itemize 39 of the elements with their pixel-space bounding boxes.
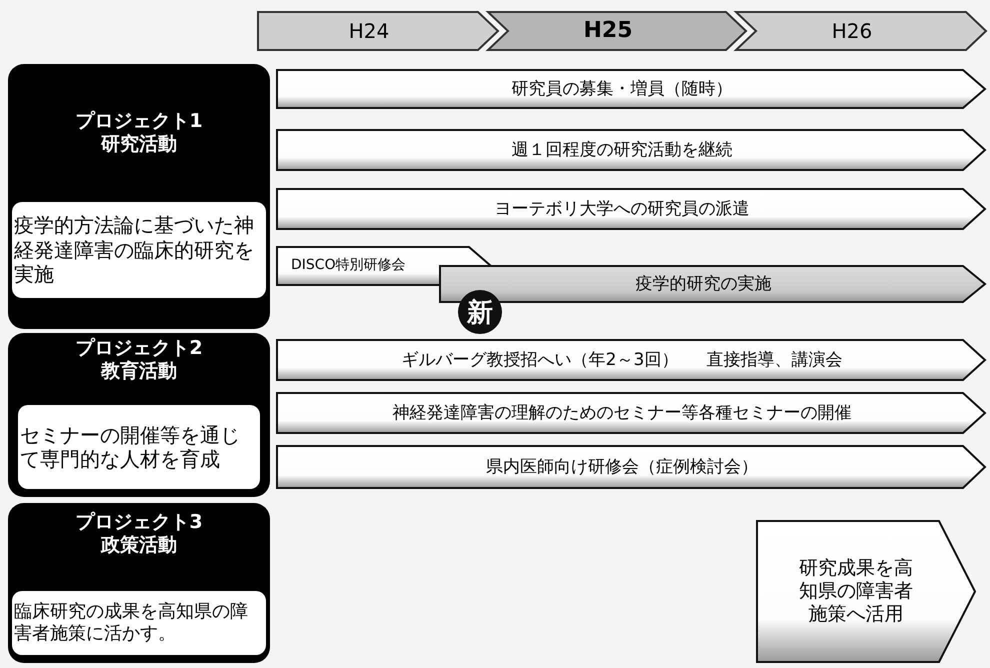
activity-banner: [277, 446, 985, 488]
activity-banner: [277, 340, 985, 380]
project-heading: 政策活動: [101, 534, 177, 557]
project-heading: 研究活動: [101, 133, 177, 156]
activity-text: 疫学的研究の実施: [636, 274, 772, 294]
year-banner: [488, 12, 746, 50]
activity-text: ギルバーグ教授招へい（年2～3回）: [402, 350, 678, 370]
activity-text: 県内医師向け研修会（症例検討会）: [486, 456, 758, 478]
description-text: 疫学的方法論に基づいた神経発達障害の臨床的研究を実施: [14, 213, 255, 287]
activity-banner: [277, 393, 985, 433]
description-text: 臨床研究の成果を高知県の障害者施策に活かす。: [14, 601, 249, 645]
project-heading: プロジェクト3: [75, 511, 203, 534]
activity-banner: [277, 189, 985, 229]
project-panel: [8, 503, 270, 663]
year-label: H24: [348, 18, 390, 44]
activity-text: 神経発達障害の理解のためのセミナー等各種セミナーの開催: [392, 402, 852, 424]
activity-text: DISCO特別研修会: [291, 257, 406, 275]
description-text: セミナーの開催等を通じて専門的な人材を育成: [20, 422, 241, 472]
activity-banner: [277, 130, 985, 170]
year-label: H26: [832, 18, 872, 44]
activity-banner: [277, 70, 985, 108]
year-banner: [258, 12, 498, 50]
project-panel: [8, 64, 270, 329]
activity-text: 研究員の募集・増員（随時）: [512, 78, 732, 100]
description-box: [18, 405, 260, 489]
year-banner: [736, 12, 986, 50]
outcome-banner: [757, 521, 975, 662]
project-panel: [8, 333, 270, 497]
activity-text: 研究成果を高知県の障害者施策へ活用: [798, 556, 914, 626]
description-box: [12, 202, 266, 298]
activity-text: 週１回程度の研究活動を継続: [512, 140, 732, 160]
project-heading: プロジェクト1: [75, 110, 203, 133]
activity-text: ヨーテボリ大学への研究員の派遣: [494, 198, 750, 220]
project-heading: 教育活動: [101, 360, 177, 383]
year-label: H25: [583, 18, 633, 44]
description-box: [12, 591, 266, 655]
project-heading: プロジェクト2: [75, 337, 203, 360]
activity-text: 直接指導、講演会: [706, 350, 842, 370]
new-badge: 新: [458, 290, 502, 334]
